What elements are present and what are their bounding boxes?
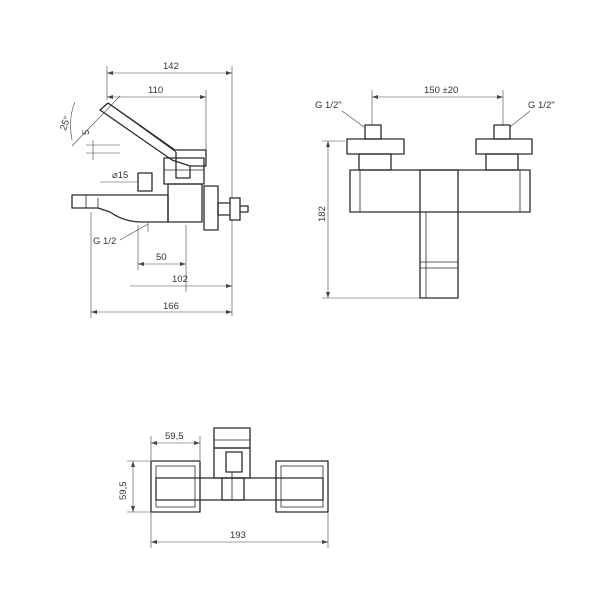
spout-front (419, 169, 459, 299)
side-view: 142 110 25° 5 (58, 61, 249, 318)
top-view: 59,5 59,5 (118, 427, 329, 548)
flange-right (275, 460, 329, 513)
dim-flange-height: 59,5 (118, 460, 150, 513)
dim-50-label: 50 (156, 252, 167, 263)
dim-110: 110 (107, 85, 207, 150)
dim-thread-label: G 1/2 (93, 236, 116, 247)
inlet-left-nut (364, 124, 382, 140)
dim-166: 166 (90, 212, 232, 318)
dim-angle-label: 25° (58, 115, 73, 132)
dim-hole: ⌀15 (100, 170, 153, 192)
dim-hole-label: ⌀15 (112, 170, 128, 181)
dim-flange-width: 59,5 (150, 431, 201, 460)
inlet-right-nut (493, 124, 511, 140)
dim-angle: 25° (58, 95, 121, 147)
dim-182: 182 (317, 140, 420, 299)
lever-top (213, 427, 251, 449)
dim-142: 142 (106, 61, 233, 316)
dim-182-label: 182 (317, 206, 328, 222)
dim-flange-height-label: 59,5 (118, 482, 129, 501)
top-body (155, 477, 324, 501)
wall-flange (203, 185, 219, 231)
thread-left-label: G 1/2" (315, 100, 342, 111)
mixer-body (349, 169, 531, 213)
dim-50: 50 (137, 225, 187, 292)
dim-166-label: 166 (163, 301, 179, 312)
dim-flange-width-label: 59,5 (165, 431, 184, 442)
dim-5-label: 5 (81, 130, 92, 135)
dim-142-label: 142 (163, 61, 179, 72)
dim-110-label: 110 (148, 85, 163, 96)
dim-150-label: 150 ±20 (424, 85, 458, 96)
dim-150: 150 ±20 (371, 85, 504, 125)
thread-right-label: G 1/2" (528, 100, 555, 111)
dim-193-label: 193 (230, 530, 246, 541)
spout (71, 194, 169, 223)
flange-left (150, 460, 201, 513)
dim-193: 193 (150, 512, 329, 548)
front-view: 150 ±20 G 1/2" G 1/2" 182 (315, 85, 555, 299)
lever-handle (99, 102, 207, 167)
cartridge-body (163, 157, 205, 185)
dim-102-label: 102 (172, 274, 188, 285)
dim-thread: G 1/2 (93, 222, 149, 247)
dim-102: 102 (130, 274, 232, 288)
dim-5: 5 (81, 130, 120, 160)
